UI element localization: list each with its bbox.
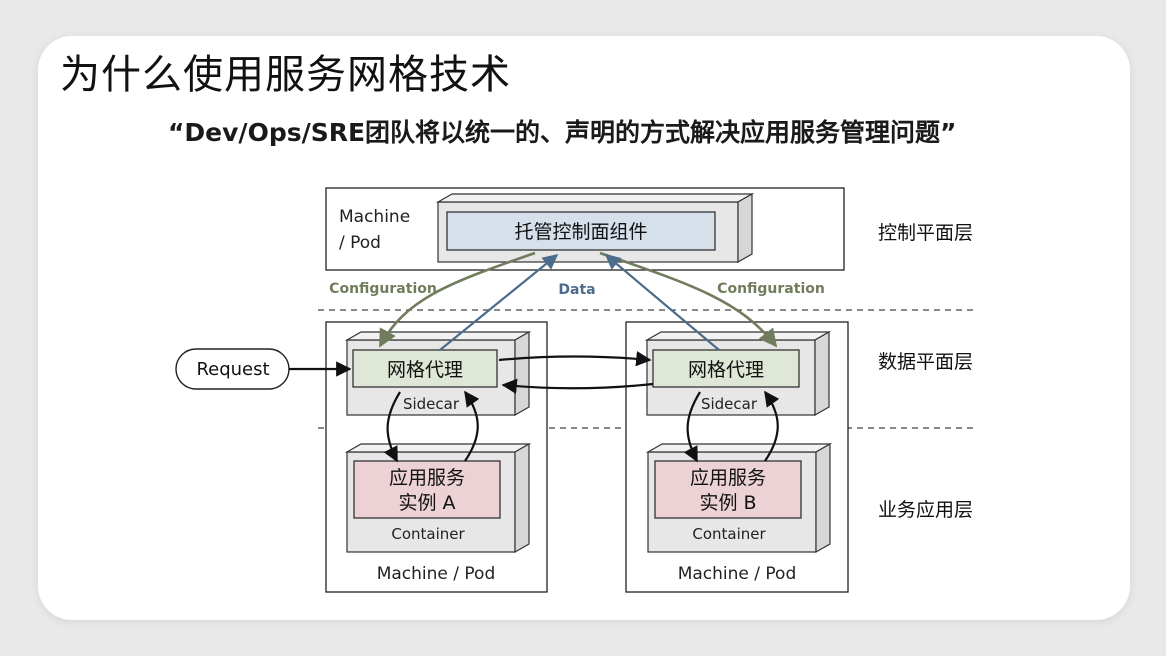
sidecar-a-label: Sidecar (403, 395, 460, 413)
container-b-label: Container (692, 525, 766, 543)
request-label: Request (196, 359, 269, 380)
app-to-sidecar-a-arrow (464, 390, 480, 462)
proxy-b-to-a-arrow (501, 378, 654, 394)
sidecar-box-a (344, 330, 532, 417)
layer-label-control: 控制平面层 (878, 222, 973, 244)
container-a-label: Container (391, 525, 465, 543)
control-machine-label-line2: / Pod (339, 233, 381, 253)
sidecar-b-label: Sidecar (701, 395, 758, 413)
machine-pod-b-label: Machine / Pod (678, 564, 797, 584)
app-b-label-line1: 应用服务 (690, 467, 766, 489)
control-component-box (435, 192, 755, 264)
proxy-a-to-b-arrow (498, 351, 652, 367)
control-machine-label-line1: Machine (339, 207, 410, 227)
proxy-b-label: 网格代理 (688, 359, 764, 381)
configuration-label-left: Configuration (329, 281, 437, 297)
sidecar-to-app-a-arrow (383, 391, 401, 463)
data-arrow-left (439, 254, 559, 351)
slide-subtitle: “Dev/Ops/SRE团队将以统一的、声明的方式解决应用服务管理问题” (168, 118, 957, 147)
proxy-a-label: 网格代理 (387, 359, 463, 381)
control-component-label: 托管控制面组件 (514, 221, 647, 243)
configuration-arrow-right (599, 251, 778, 348)
app-to-sidecar-b-arrow (764, 390, 780, 462)
data-arrow-right (604, 254, 720, 351)
app-a-label-line1: 应用服务 (389, 467, 465, 489)
configuration-label-right: Configuration (717, 281, 825, 297)
configuration-arrow-left (378, 251, 536, 348)
sidecar-to-app-b-arrow (683, 391, 701, 463)
app-a-label-line2: 实例 A (398, 492, 455, 514)
machine-pod-a-label: Machine / Pod (377, 564, 496, 584)
slide-title: 为什么使用服务网格技术 (60, 52, 511, 98)
layer-label-data: 数据平面层 (878, 351, 973, 373)
layer-label-business: 业务应用层 (878, 499, 973, 521)
slide-card (38, 36, 1130, 620)
sidecar-box-b (644, 330, 832, 417)
data-label: Data (558, 282, 595, 298)
app-b-label-line2: 实例 B (699, 492, 756, 514)
